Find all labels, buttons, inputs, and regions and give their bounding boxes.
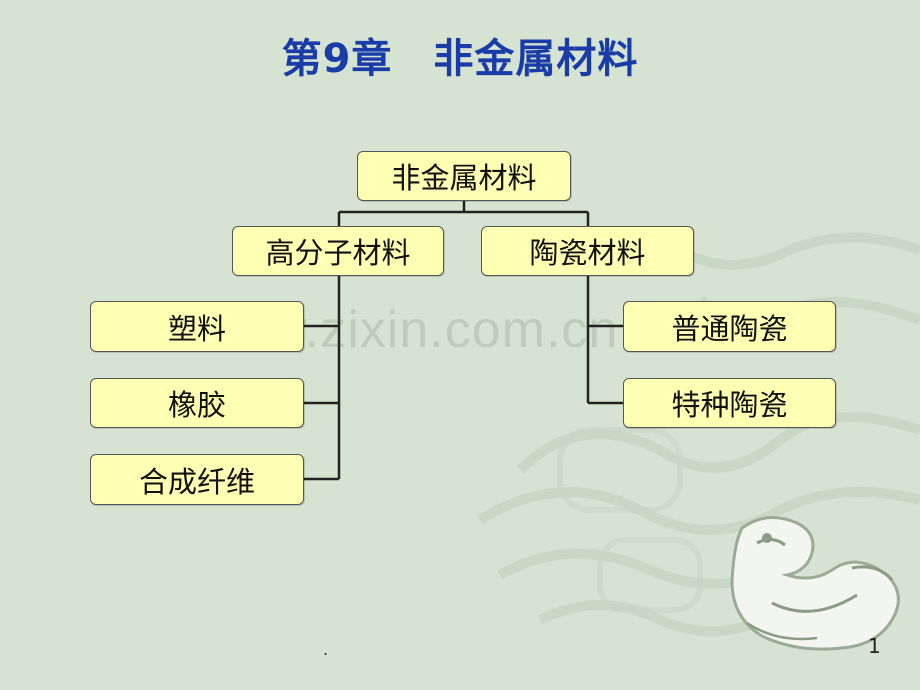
node-ceramic-materials: 陶瓷材料: [481, 226, 694, 276]
slide-title: 第9章 非金属材料: [281, 36, 639, 82]
node-special-ceramics: 特种陶瓷: [623, 378, 836, 428]
node-rubber: 橡胶: [90, 378, 304, 428]
node-common-ceramics: 普通陶瓷: [623, 301, 836, 352]
node-root: 非金属材料: [357, 151, 571, 201]
dragon-emblem-icon: [730, 516, 900, 651]
node-polymer-materials: 高分子材料: [232, 226, 444, 276]
page-number: 1: [868, 634, 881, 658]
footer-mark: .: [323, 640, 329, 659]
node-plastics: 塑料: [90, 301, 304, 352]
node-synthetic-fiber: 合成纤维: [90, 454, 304, 505]
